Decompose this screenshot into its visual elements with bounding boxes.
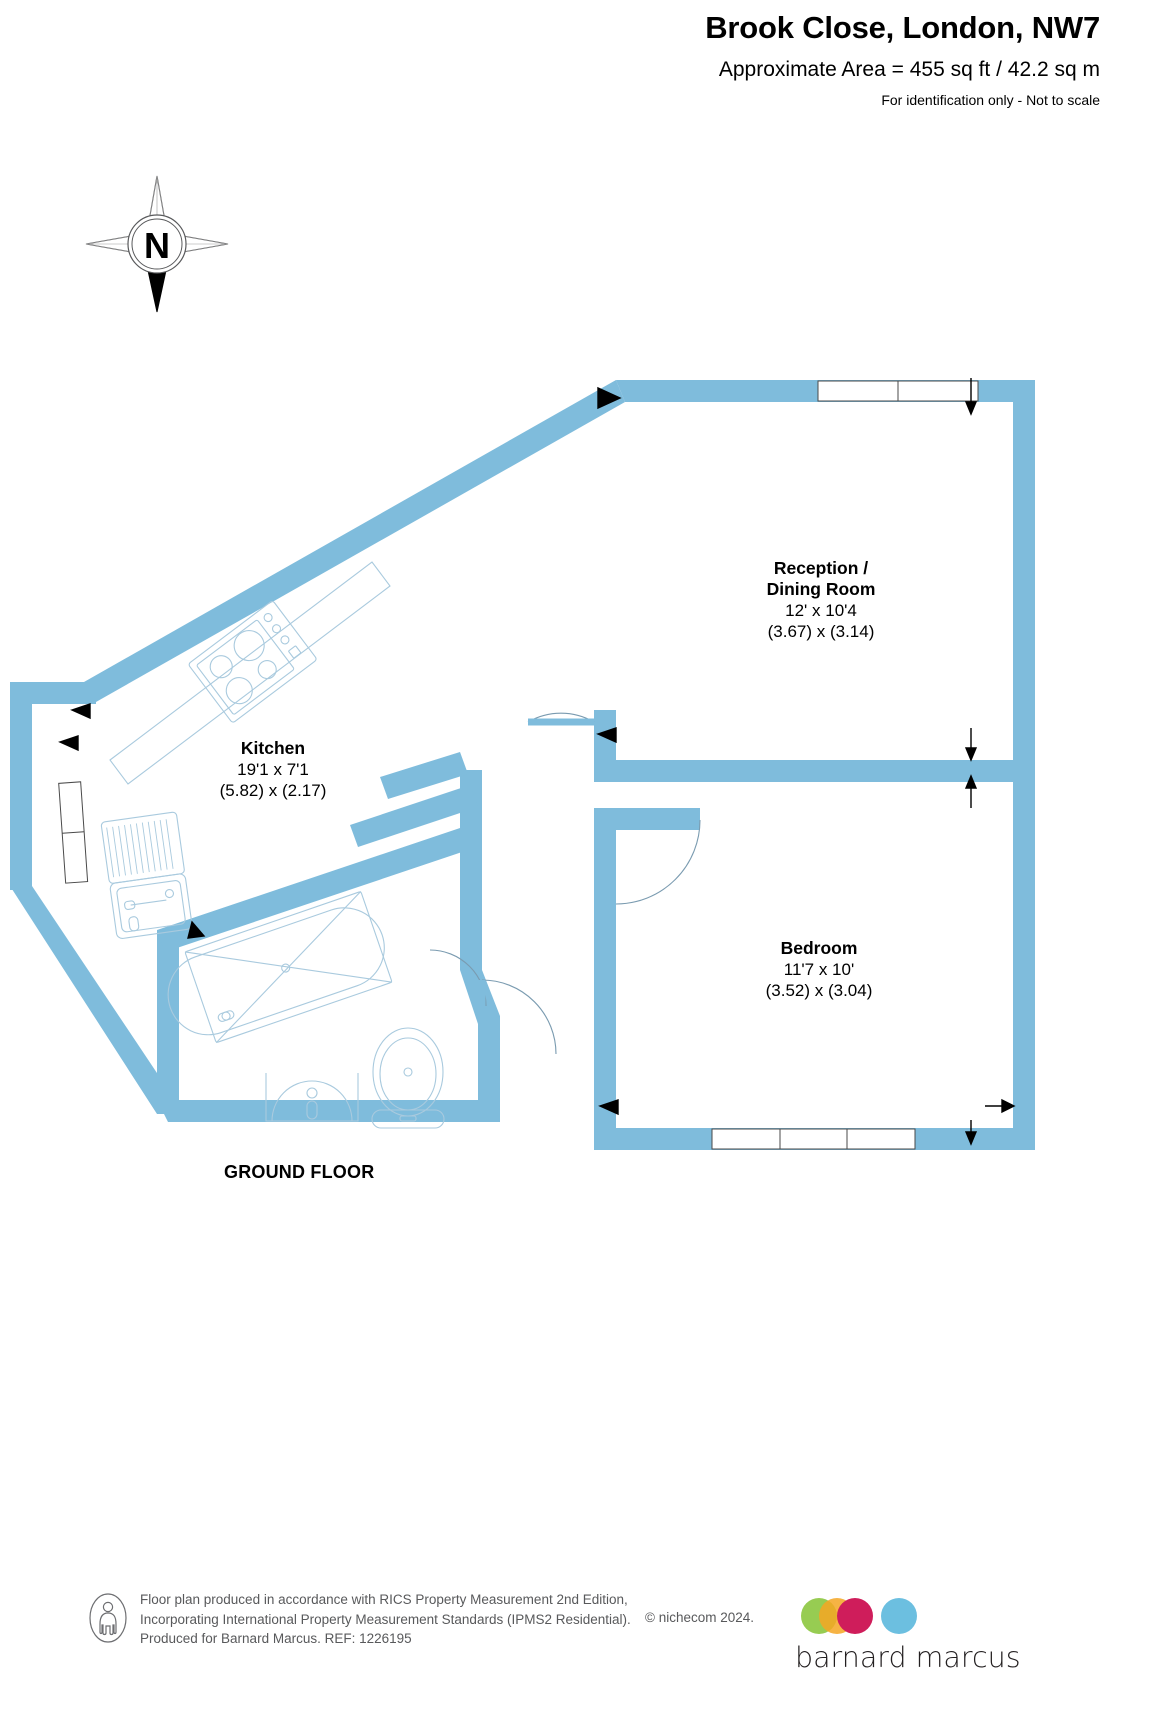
room-dim-imperial: 12' x 10'4 [785, 601, 857, 620]
room-dim-metric: (3.52) x (3.04) [765, 981, 873, 1000]
walls [10, 380, 1035, 1150]
identification-note: For identification only - Not to scale [881, 92, 1100, 108]
room-dim-metric: (5.82) x (2.17) [219, 781, 327, 800]
page-title: Brook Close, London, NW7 [705, 10, 1100, 45]
kitchen-fittings [100, 561, 391, 939]
room-dim-metric: (3.67) x (3.14) [767, 622, 875, 641]
copyright-notice: © nichecom 2024. [645, 1609, 755, 1625]
windows [58, 380, 979, 1150]
room-label-kitchen: Kitchen 19'1 x 7'1 (5.82) x (2.17) [158, 738, 388, 801]
room-label-bedroom: Bedroom 11'7 x 10' (3.52) x (3.04) [704, 938, 934, 1001]
room-name-line1: Reception / [773, 558, 869, 578]
footer-line-1: Floor plan produced in accordance with R… [140, 1592, 628, 1607]
plan-footer: Floor plan produced in accordance with R… [0, 1590, 1169, 1710]
door-leaves [478, 718, 594, 1056]
floor-plan-drawing [0, 330, 1169, 1230]
room-dim-imperial: 11'7 x 10' [783, 960, 855, 979]
barnard-marcus-logo: barnard marcus [795, 1593, 1045, 1703]
person-icon [88, 1592, 128, 1644]
logo-dots-icon [801, 1598, 917, 1634]
room-label-reception: Reception / Dining Room 12' x 10'4 (3.67… [706, 558, 936, 642]
room-dim-imperial: 19'1 x 7'1 [237, 760, 309, 779]
logo-wordmark: barnard marcus [795, 1641, 1021, 1674]
dimension-arrows [58, 378, 1016, 1146]
floor-level-label: GROUND FLOOR [224, 1162, 375, 1182]
plan-header: Brook Close, London, NW7 Approximate Are… [0, 0, 1100, 110]
room-name-line1: Bedroom [780, 938, 858, 958]
footer-notes: Floor plan produced in accordance with R… [140, 1590, 631, 1649]
room-name-line2: Dining Room [766, 579, 876, 599]
footer-line-3: Produced for Barnard Marcus. REF: 122619… [140, 1631, 412, 1646]
room-name-line1: Kitchen [240, 738, 306, 758]
compass-north-label: N [144, 225, 170, 266]
footer-line-2: Incorporating International Property Mea… [140, 1611, 631, 1627]
approximate-area: Approximate Area = 455 sq ft / 42.2 sq m [718, 58, 1100, 81]
bathroom-fittings [167, 891, 445, 1129]
compass-rose: N [82, 172, 232, 317]
